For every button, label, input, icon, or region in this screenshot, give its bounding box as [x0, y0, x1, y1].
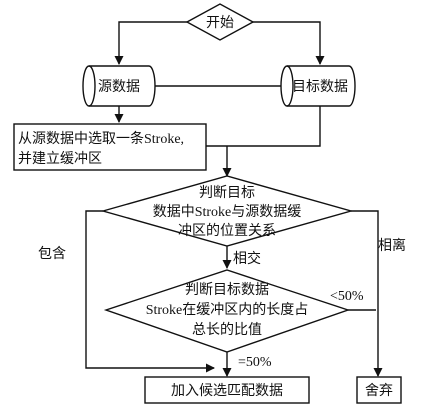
judge-position-line-1: 判断目标 — [199, 185, 255, 201]
select-stroke-line-1: 从源数据中选取一条Stroke, — [18, 130, 184, 147]
select-stroke-line-2: 并建立缓冲区 — [18, 151, 102, 167]
discard-node: 舍弃 — [356, 376, 402, 404]
edge-start-to-source — [114, 21, 187, 65]
edge-target-merge — [227, 106, 321, 147]
select-stroke-node: 从源数据中选取一条Stroke, 并建立缓冲区 — [13, 123, 207, 171]
judge-position-node: 判断目标 数据中Stroke与源数据缓 冲区的位置关系 — [100, 175, 354, 247]
judge-ratio-line-1: 判断目标数据 — [185, 282, 269, 298]
edge-label-equal-50: =50% — [238, 355, 272, 370]
discard-label: 舍弃 — [365, 383, 393, 399]
judge-position-line-2: 数据中Stroke与源数据缓 — [153, 204, 302, 220]
judge-ratio-line-2: Stroke在缓冲区内的长度占 — [146, 302, 309, 318]
add-candidate-node: 加入候选匹配数据 — [144, 376, 310, 404]
edge-label-disjoint: 相离 — [378, 237, 406, 254]
edge-label-intersects: 相交 — [233, 250, 261, 267]
edge-label-less-than-50: <50% — [330, 289, 364, 304]
target-data-node: 目标数据 — [280, 65, 356, 107]
edge-start-to-target — [252, 21, 325, 65]
start-node: 开始 — [185, 3, 255, 41]
add-candidate-label: 加入候选匹配数据 — [171, 383, 283, 399]
judge-ratio-node: 判断目标数据 Stroke在缓冲区内的长度占 总长的比值 — [103, 269, 351, 353]
edge-disjoint — [351, 210, 383, 377]
source-data-node: 源数据 — [82, 65, 156, 107]
judge-ratio-line-3: 总长的比值 — [192, 322, 262, 338]
edge-contains — [85, 210, 215, 373]
target-data-label: 目标数据 — [292, 79, 348, 95]
judge-position-line-3: 冲区的位置关系 — [178, 223, 276, 239]
edge-label-contains: 包含 — [38, 246, 66, 262]
start-label: 开始 — [206, 15, 234, 31]
source-data-label: 源数据 — [98, 79, 140, 95]
